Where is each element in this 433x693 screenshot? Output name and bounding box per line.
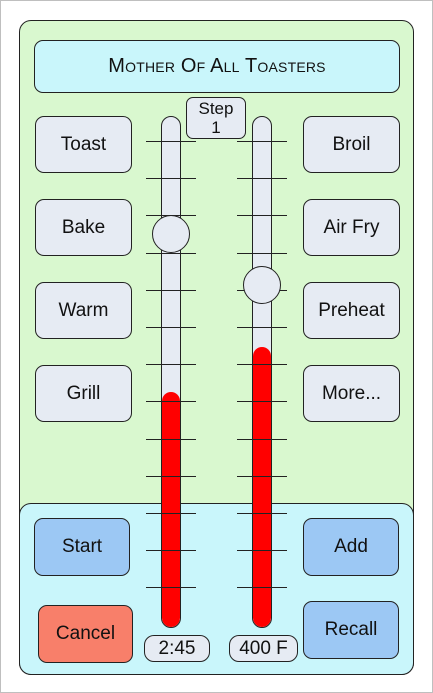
- temperature-slider-tick: [237, 215, 287, 217]
- time-slider-track[interactable]: [161, 116, 181, 628]
- temperature-slider-tick: [237, 401, 287, 403]
- temperature-slider-tick: [237, 587, 287, 589]
- temperature-slider-tick: [237, 327, 287, 329]
- recall-button[interactable]: Recall: [303, 601, 399, 659]
- temperature-slider-tick: [237, 141, 287, 143]
- time-readout: 2:45: [144, 635, 210, 662]
- time-slider-tick: [146, 401, 196, 403]
- broil-button[interactable]: Broil: [303, 116, 400, 173]
- temperature-slider-tick: [237, 364, 287, 366]
- temperature-slider-tick: [237, 550, 287, 552]
- time-slider-tick: [146, 141, 196, 143]
- temperature-slider-knob[interactable]: [243, 265, 281, 304]
- step-indicator: Step 1: [186, 97, 246, 139]
- temperature-slider-tick: [237, 513, 287, 515]
- air-fry-button[interactable]: Air Fry: [303, 199, 400, 256]
- temperature-slider-tick: [237, 476, 287, 478]
- add-button[interactable]: Add: [303, 518, 399, 576]
- temperature-slider-tick: [237, 439, 287, 441]
- preheat-button[interactable]: Preheat: [303, 282, 400, 339]
- time-slider-tick: [146, 253, 196, 255]
- temperature-slider-track[interactable]: [252, 116, 272, 628]
- time-slider-tick: [146, 364, 196, 366]
- time-slider-knob[interactable]: [152, 214, 190, 253]
- time-slider-tick: [146, 178, 196, 180]
- time-slider-tick: [146, 513, 196, 515]
- bake-button[interactable]: Bake: [35, 199, 132, 256]
- step-label: Step: [198, 99, 234, 118]
- grill-button[interactable]: Grill: [35, 365, 132, 422]
- time-slider-fill: [162, 392, 180, 627]
- temperature-slider-tick: [237, 178, 287, 180]
- time-slider-tick: [146, 439, 196, 441]
- warm-button[interactable]: Warm: [35, 282, 132, 339]
- time-slider-tick: [146, 476, 196, 478]
- step-value: 1: [211, 118, 221, 137]
- temperature-slider-fill: [253, 346, 271, 627]
- temperature-slider-tick: [237, 253, 287, 255]
- toast-button[interactable]: Toast: [35, 116, 132, 173]
- time-slider-tick: [146, 327, 196, 329]
- temperature-readout: 400 F: [229, 635, 298, 662]
- start-button[interactable]: Start: [34, 518, 130, 576]
- time-slider-tick: [146, 587, 196, 589]
- time-slider-tick: [146, 550, 196, 552]
- more-button[interactable]: More...: [303, 365, 400, 422]
- cancel-button[interactable]: Cancel: [38, 605, 133, 663]
- time-slider-tick: [146, 290, 196, 292]
- app-title: Mother Of All Toasters: [34, 40, 400, 93]
